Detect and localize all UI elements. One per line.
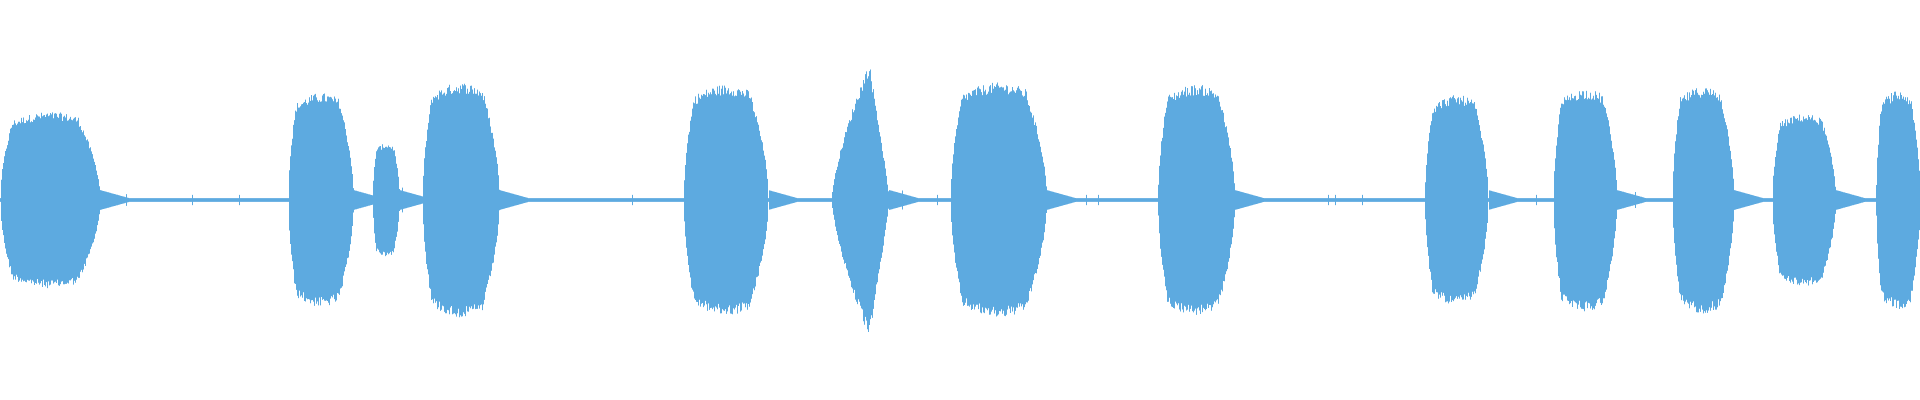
waveform-samples bbox=[0, 69, 1920, 332]
